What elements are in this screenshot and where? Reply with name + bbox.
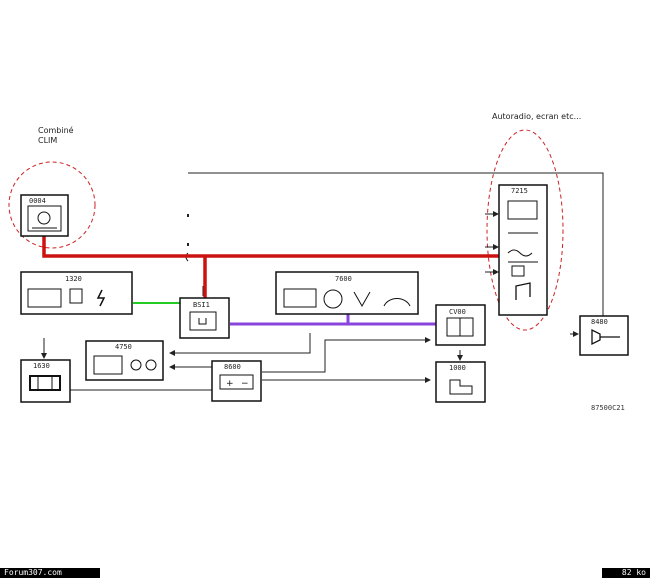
box-1000: 1000 <box>435 361 486 403</box>
box-7215: 7215 <box>498 184 548 316</box>
zone-autoradio <box>486 129 564 331</box>
ecu-icon <box>189 311 217 331</box>
signal-icon <box>507 249 533 257</box>
label-combine-line2: CLIM <box>38 136 58 145</box>
battery-icon <box>219 374 254 390</box>
marker-dot <box>187 243 189 246</box>
box-1630-code: 1630 <box>33 362 50 370</box>
box-8480: 8480 <box>579 315 629 356</box>
box-0004: 0004 <box>20 194 69 237</box>
ecu-icon <box>283 288 317 308</box>
can-bus-line <box>42 236 500 258</box>
gauge-icon <box>383 298 411 307</box>
tape-reel-icon <box>130 359 142 371</box>
wheel-icon <box>323 289 343 309</box>
wire-top <box>188 172 604 316</box>
battery-minus-icon: − <box>241 379 249 389</box>
box-1000-code: 1000 <box>449 364 466 372</box>
footer-size: 82 ko <box>602 568 650 578</box>
box-1320: 1320 <box>20 271 133 315</box>
screen-icon <box>507 200 538 220</box>
diagram-reference: 87500C21 <box>591 404 625 412</box>
ecu-icon <box>93 355 123 375</box>
wire-to-4750-a <box>169 333 311 356</box>
marker-dot <box>187 214 189 217</box>
spark-icon <box>96 289 106 307</box>
antenna-icon <box>591 328 620 346</box>
box-4750-code: 4750 <box>115 343 132 351</box>
label-combine-line1: Combiné <box>38 126 74 135</box>
battery-plus-icon: + <box>226 379 234 389</box>
injector-icon <box>69 288 83 304</box>
box-4750: 4750 <box>85 340 164 381</box>
box-8480-code: 8480 <box>591 318 608 326</box>
ecu-icon <box>27 288 62 308</box>
music-icon <box>515 282 531 300</box>
label-combine: Combiné CLIM <box>38 126 74 146</box>
violet-link <box>230 313 436 326</box>
wires <box>41 172 604 391</box>
box-0004-code: 0004 <box>29 197 46 205</box>
label-autoradio: Autoradio, ecran etc... <box>492 112 582 121</box>
box-1320-code: 1320 <box>65 275 82 283</box>
footer-site: Forum307.com <box>0 568 100 578</box>
gearbox-icon <box>29 375 61 391</box>
can-bus <box>42 236 500 298</box>
box-7215-code: 7215 <box>511 187 528 195</box>
box-cv00: CV00 <box>435 304 486 346</box>
box-8600-code: 8600 <box>224 363 241 371</box>
box-7600-code: 7600 <box>335 275 352 283</box>
box-8600: 8600 + − <box>211 360 262 402</box>
box-7600: 7600 <box>275 271 419 315</box>
box-1630: 1630 <box>20 359 71 403</box>
box-bsi1: BSI1 <box>179 297 230 339</box>
engine-icon <box>449 379 473 395</box>
box-cv00-code: CV00 <box>449 308 466 316</box>
wire-8600-to-cv00 <box>262 337 431 373</box>
tape-reel-icon <box>145 359 157 371</box>
box-bsi1-code: BSI1 <box>193 301 210 309</box>
display-icon <box>511 265 525 277</box>
sensor-icon <box>353 291 371 308</box>
zone-combine-clim <box>8 161 96 249</box>
dial-icon <box>37 211 51 225</box>
dots <box>187 214 189 246</box>
